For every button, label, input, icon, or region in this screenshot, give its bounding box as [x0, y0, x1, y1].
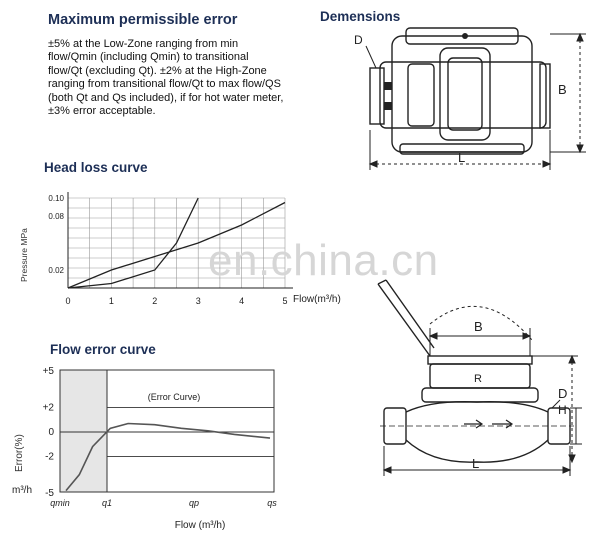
meter-label-b: B	[474, 319, 483, 334]
lid-swing-arc	[429, 305, 533, 341]
pipe-upper	[405, 401, 549, 413]
dim-label-d: D	[354, 33, 363, 47]
meter-side-drawing: B R D H L	[377, 279, 582, 476]
y-tick-label: 0.10	[48, 194, 64, 203]
head-loss-xlabel: Flow(m³/h)	[293, 294, 341, 305]
dim-label-l: L	[458, 150, 465, 165]
x-tick-label: 0	[65, 296, 70, 306]
meter-label-l: L	[472, 456, 479, 471]
meter-label-h: H	[558, 403, 567, 417]
mpe-line: (both Qt and Qs included), if for hot wa…	[48, 91, 284, 104]
y-tick-label: +5	[43, 366, 55, 377]
x-tick-label: 3	[196, 296, 201, 306]
mpe-line: ±3% error acceptable.	[48, 105, 156, 118]
y-tick-label: 0.02	[48, 266, 64, 275]
meter-left-port	[369, 67, 385, 125]
x-tick-label: qmin	[50, 498, 70, 508]
dim-label-b: B	[558, 82, 567, 97]
x-tick-label: qp	[189, 498, 199, 508]
head-loss-ylabel: Pressure MPa	[19, 228, 29, 282]
dims-title: Demensions	[320, 9, 401, 24]
head-loss-curve-2	[67, 201, 286, 289]
svg-text:R: R	[474, 373, 482, 385]
error-curve	[65, 422, 271, 492]
x-tick-label: 1	[109, 296, 114, 306]
x-tick-label: q1	[102, 498, 112, 508]
mpe-line: flow/Qmin (including Qmin) to transition…	[48, 51, 249, 64]
flow-error-title: Flow error curve	[50, 342, 156, 357]
x-tick-label: 4	[239, 296, 244, 306]
mpe-line: flow/Qt (excluding Qt). ±2% at the High-…	[48, 64, 267, 77]
flow-error-unit-label: m³/h	[12, 485, 32, 496]
mpe-line: ±5% at the Low-Zone ranging from min	[48, 38, 239, 50]
head-loss-title: Head loss curve	[44, 160, 148, 175]
d-leader	[365, 45, 377, 69]
meter-mid-body	[379, 61, 547, 129]
flow-error-xlabel: Flow (m³/h)	[175, 520, 226, 531]
register-base	[421, 387, 539, 403]
low-zone-shade	[60, 370, 107, 492]
y-tick-label: 0.08	[48, 212, 64, 221]
meter-top-cap	[405, 27, 519, 45]
x-tick-label: qs	[267, 498, 277, 508]
meter-label-d: D	[558, 386, 567, 401]
error-curve-legend: (Error Curve)	[148, 392, 201, 402]
x-tick-label: 5	[282, 296, 287, 306]
meter-lid	[377, 283, 431, 357]
mpe-text: ±5% at the Low-Zone ranging from min flo…	[48, 38, 338, 118]
meter-right-port	[539, 63, 551, 129]
pipe-lower	[405, 439, 549, 463]
watermark: en.china.cn	[208, 236, 439, 285]
dimensions-drawing: D B L	[354, 27, 586, 170]
head-loss-curve-1	[67, 197, 199, 289]
flow-direction-arrow	[464, 419, 484, 429]
register-top	[427, 355, 533, 365]
meter-body-outline	[391, 35, 533, 153]
y-tick-label: -2	[45, 451, 54, 462]
y-tick-label: 0	[48, 427, 54, 438]
y-tick-label: +2	[43, 403, 55, 414]
mpe-title: Maximum permissible error	[48, 12, 238, 28]
meter-center-panel	[439, 47, 491, 141]
meter-inner-panel	[447, 57, 483, 131]
flow-error-ylabel: Error(%)	[14, 434, 25, 472]
head-loss-chart: 0 1 2 3 4 5 0.10 0.08 0.02 Pressure MPa Flow(m³/…	[19, 192, 341, 306]
y-tick-label: -5	[45, 488, 54, 499]
mpe-line: ranging from transitional flow/Qt to max…	[48, 78, 281, 91]
meter-left-window	[407, 63, 435, 127]
x-tick-label: 2	[152, 296, 157, 306]
